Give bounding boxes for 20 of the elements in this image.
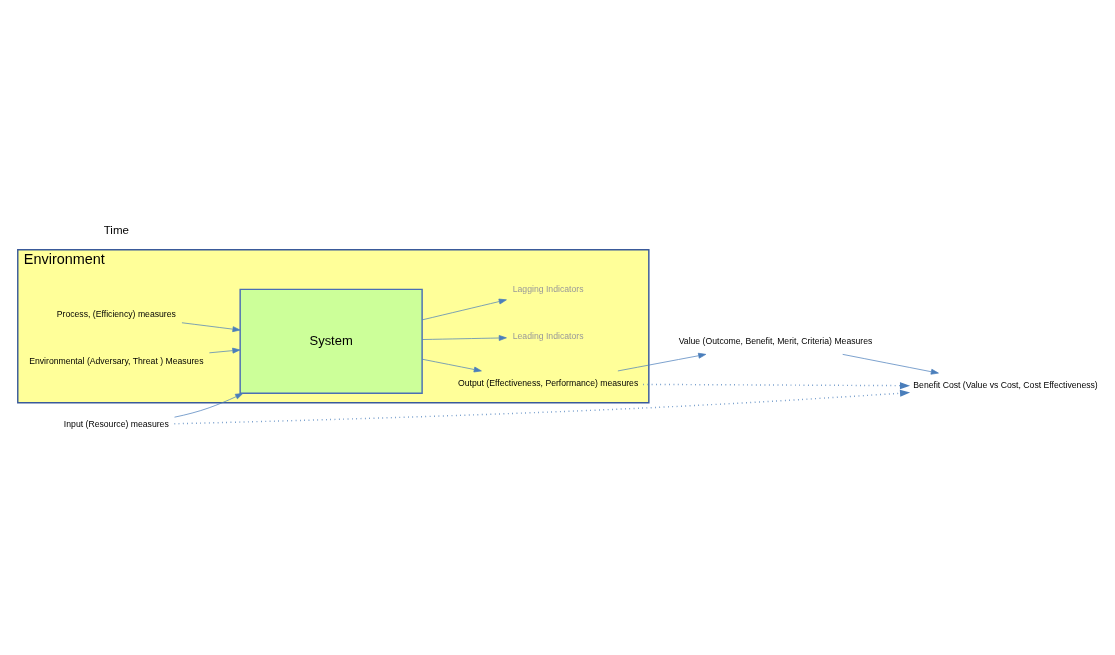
node-text: Benefit Cost (Value vs Cost, Cost Effectiveness) [913, 379, 1098, 390]
node-text: Value (Outcome, Benefit, Merit, Criteria) Measures [678, 335, 873, 346]
node-box: System [239, 288, 423, 394]
arrow [181, 321, 241, 332]
arrow [617, 352, 707, 371]
label: Time [103, 223, 129, 236]
arrow [209, 347, 241, 353]
node-text: Leading Indicators [512, 330, 584, 341]
node-text: Output (Effectiveness, Performance) measures [457, 377, 639, 388]
arrow [842, 353, 939, 375]
arrow [421, 298, 507, 320]
node-text: Environmental (Adversary, Threat ) Measures [29, 355, 204, 366]
arrow [642, 381, 911, 389]
arrow [173, 389, 911, 424]
arrow [174, 392, 244, 418]
node-text: Process, (Efficiency) measures [56, 308, 176, 319]
arrow [421, 358, 482, 372]
node-text: Lagging Indicators [512, 283, 584, 294]
node-text: Input (Resource) measures [63, 418, 169, 429]
arrow [421, 334, 507, 341]
